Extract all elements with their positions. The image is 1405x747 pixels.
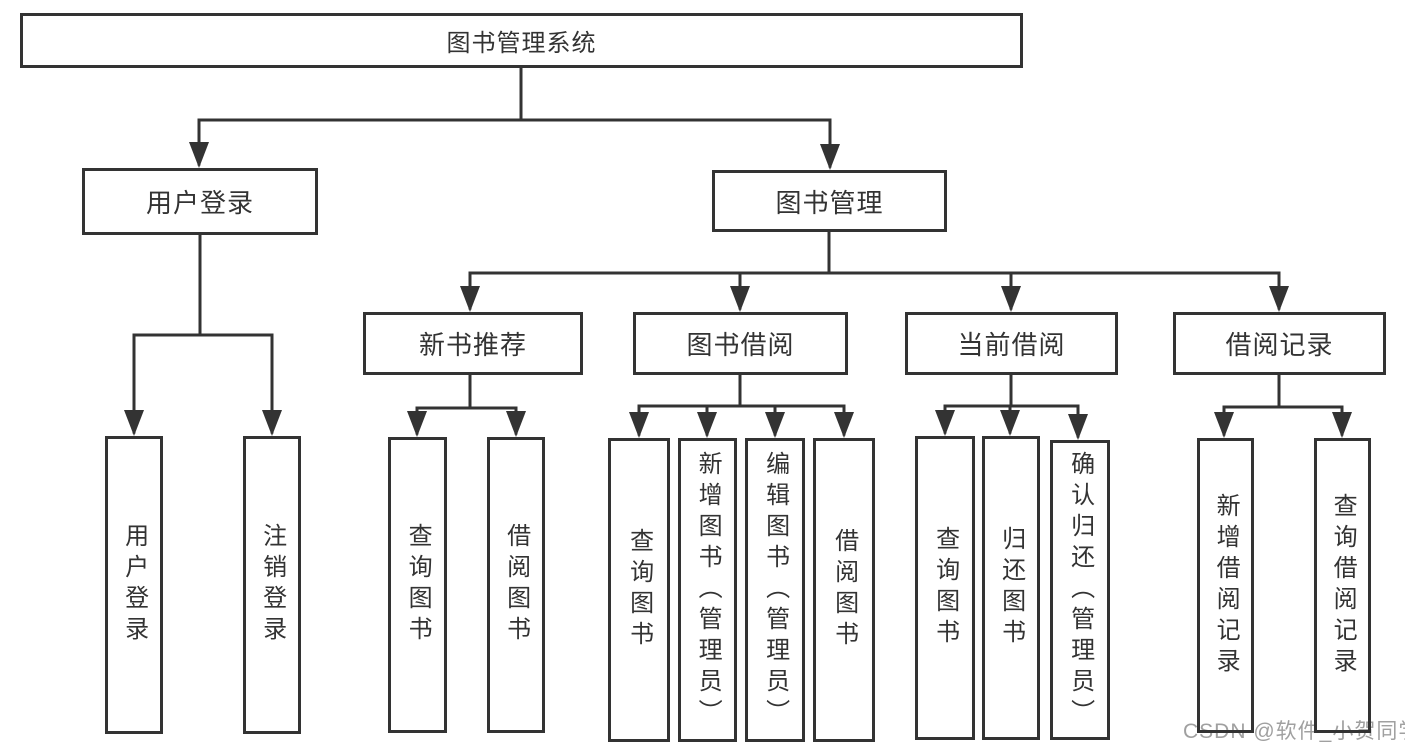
node-new-books-query-label: 查询图书 [404, 523, 432, 647]
connector-user-login-children [124, 233, 282, 436]
node-current-query-label: 查询图书 [931, 526, 959, 650]
node-borrowing-add: 新增图书（管理员） [678, 438, 737, 742]
connector-root-to-level2 [189, 66, 840, 170]
node-user-login-action: 用户登录 [105, 436, 163, 734]
node-borrowing-edit-label: 编辑图书（管理员） [761, 450, 789, 730]
node-logout-action-label: 注销登录 [258, 523, 286, 647]
node-current-return-label: 归还图书 [997, 526, 1025, 650]
connector-new-books-children [407, 373, 526, 437]
node-borrowing-query-label: 查询图书 [625, 528, 653, 652]
connector-book-management-level3 [460, 230, 1289, 312]
node-book-management: 图书管理 [712, 170, 947, 232]
node-records-query: 查询借阅记录 [1314, 438, 1371, 733]
connector-borrowing-children [629, 373, 854, 438]
watermark: CSDN @软件_小贺同学 [1183, 720, 1405, 743]
connector-current-children [935, 373, 1088, 440]
node-root: 图书管理系统 [20, 13, 1023, 68]
node-borrowing-borrow: 借阅图书 [813, 438, 875, 742]
node-user-login-action-label: 用户登录 [120, 523, 148, 647]
node-borrowing-query: 查询图书 [608, 438, 670, 742]
node-records-add: 新增借阅记录 [1197, 438, 1254, 733]
node-current-confirm-return: 确认归还（管理员） [1050, 440, 1110, 740]
node-current-confirm-return-label: 确认归还（管理员） [1066, 450, 1094, 730]
node-current-borrowing: 当前借阅 [905, 312, 1118, 375]
connector-records-children [1214, 373, 1352, 438]
node-borrowing-edit: 编辑图书（管理员） [745, 438, 805, 742]
node-borrowing-borrow-label: 借阅图书 [830, 528, 858, 652]
node-borrow-records: 借阅记录 [1173, 312, 1386, 375]
node-current-query: 查询图书 [915, 436, 975, 740]
node-logout-action: 注销登录 [243, 436, 301, 734]
node-current-return: 归还图书 [982, 436, 1040, 740]
node-new-books-query: 查询图书 [388, 437, 447, 733]
node-borrowing-add-label: 新增图书（管理员） [694, 450, 722, 730]
node-new-books: 新书推荐 [363, 312, 583, 375]
node-user-login: 用户登录 [82, 168, 318, 235]
node-borrowing: 图书借阅 [633, 312, 848, 375]
node-new-books-borrow: 借阅图书 [487, 437, 545, 733]
node-records-query-label: 查询借阅记录 [1329, 492, 1357, 679]
node-new-books-borrow-label: 借阅图书 [502, 523, 530, 647]
node-records-add-label: 新增借阅记录 [1212, 492, 1240, 679]
